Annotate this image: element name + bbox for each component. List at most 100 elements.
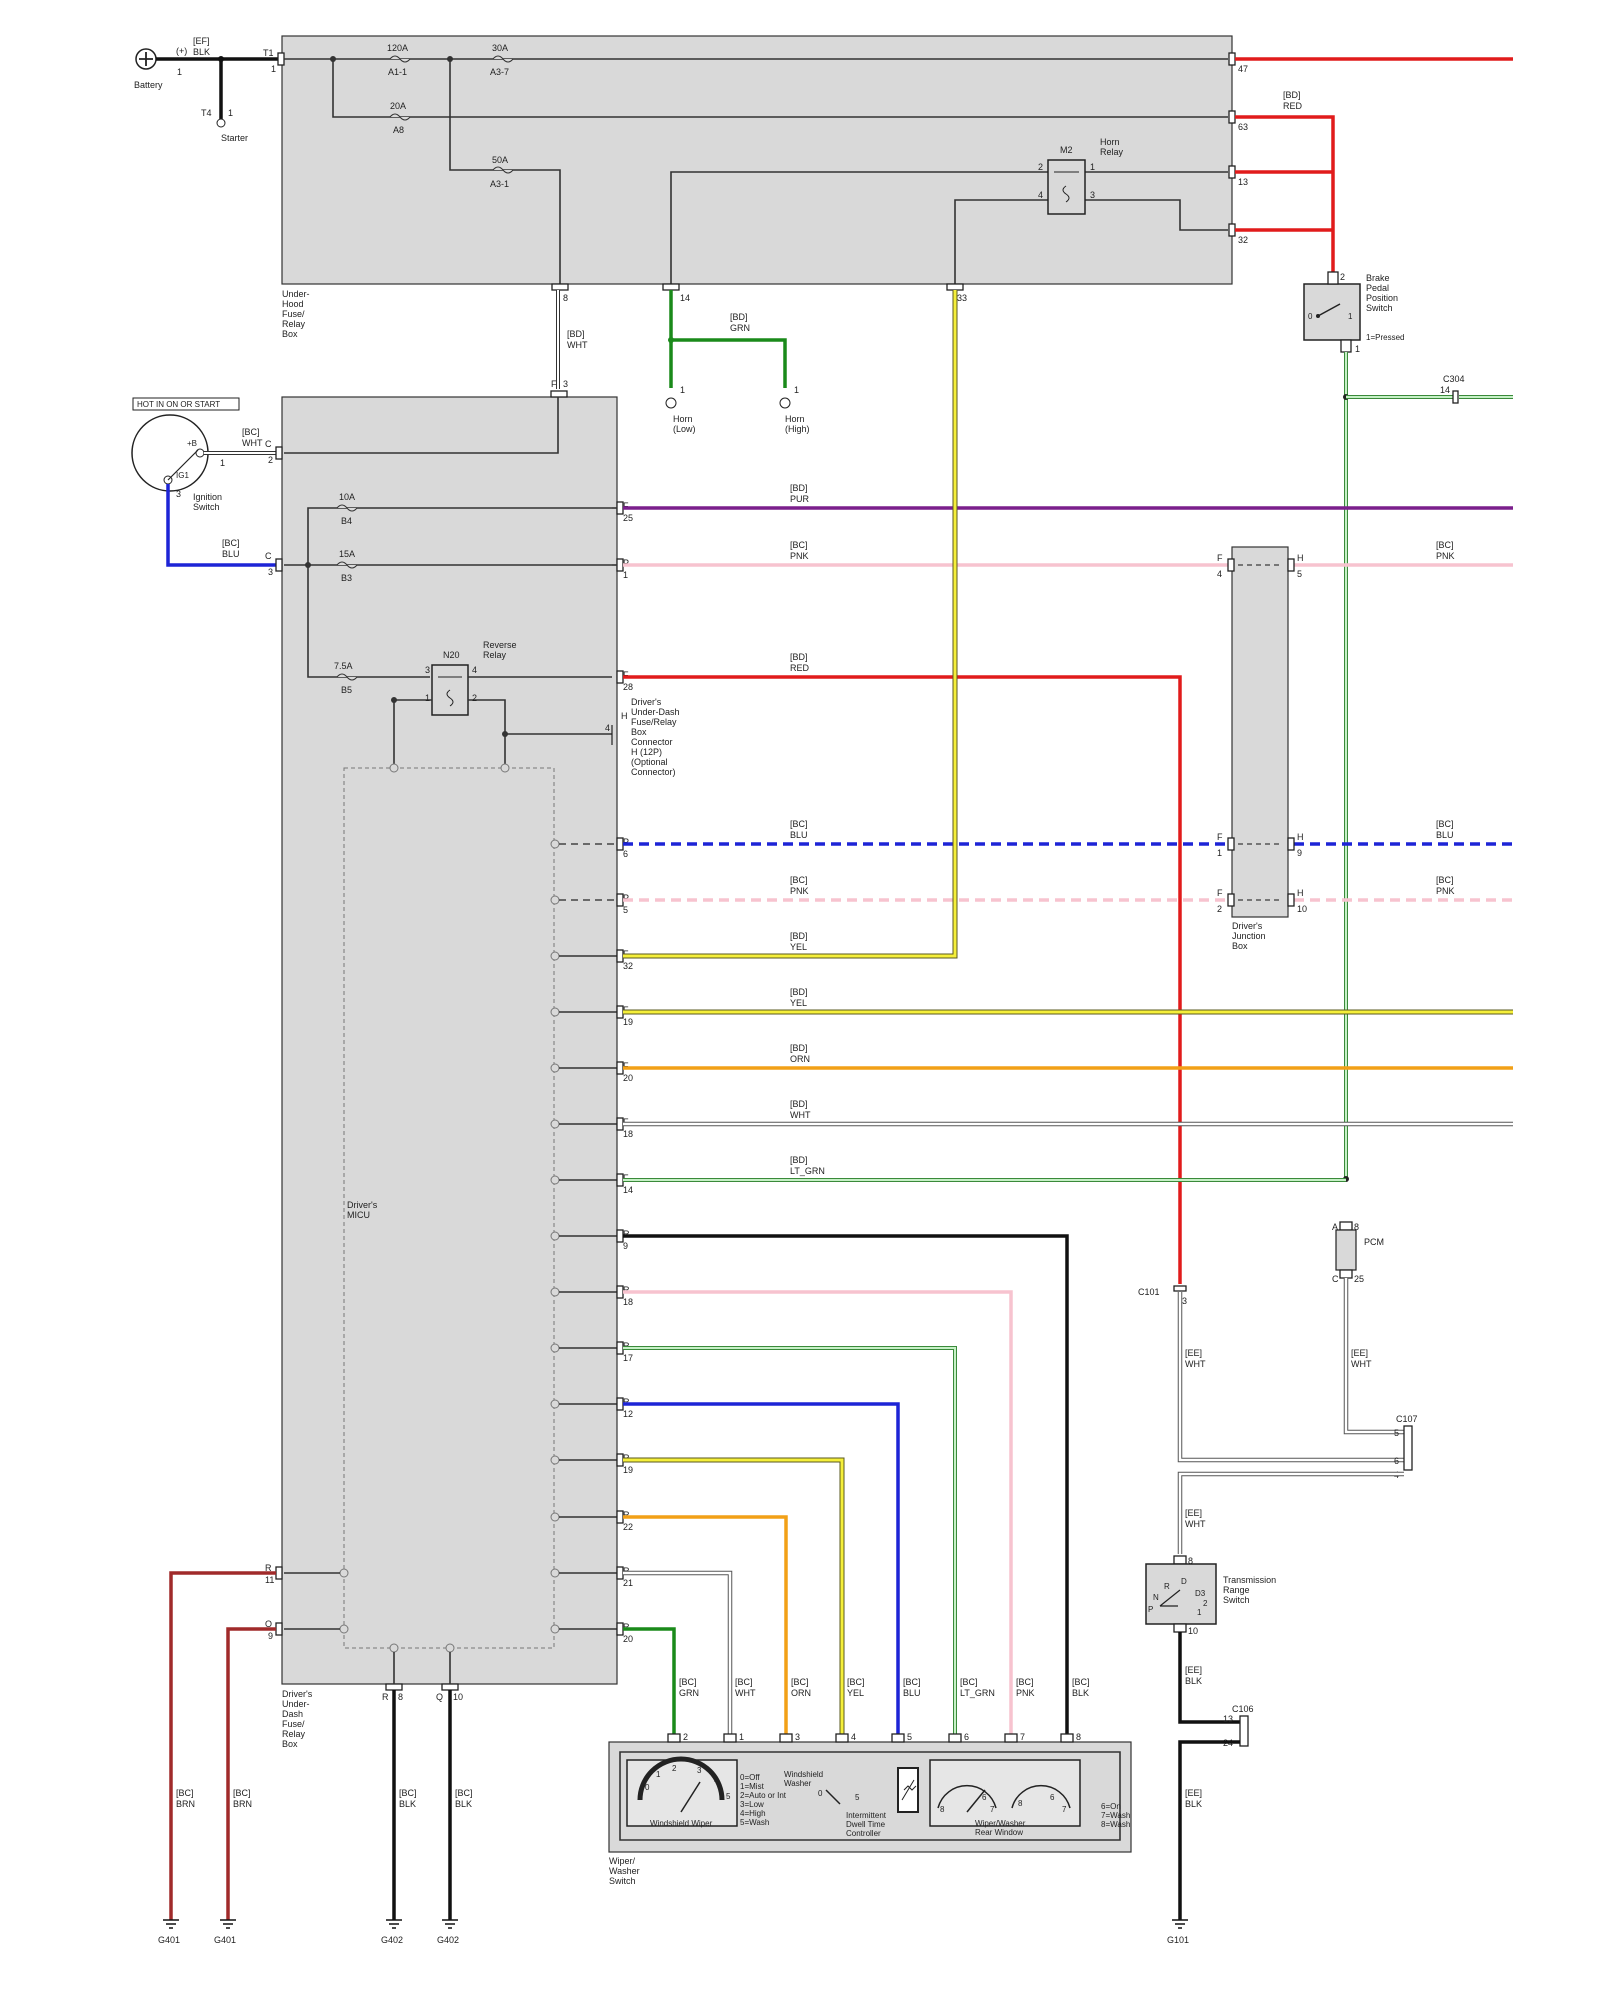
- diagram-label: 1: [425, 693, 430, 703]
- diagram-label: N: [1153, 1593, 1159, 1602]
- diagram-label: 2: [268, 455, 273, 465]
- diagram-label: 1: [680, 385, 685, 395]
- diagram-label: [BC]: [790, 875, 808, 885]
- diagram-label: 6: [1050, 1793, 1055, 1802]
- diagram-label: 5: [907, 1732, 912, 1742]
- diagram-label: R: [623, 1229, 630, 1239]
- yel-wire-f32: [623, 290, 957, 958]
- diagram-label: WHT: [1185, 1519, 1206, 1529]
- diagram-label: H: [1297, 888, 1304, 898]
- diagram-label: BLK: [1185, 1799, 1202, 1809]
- fuse-120a: [389, 55, 411, 63]
- diagram-label: 18: [623, 1297, 633, 1307]
- diagram-label: 1: [656, 1770, 661, 1779]
- diagram-label: PCM: [1364, 1237, 1384, 1247]
- diagram-label: Washer: [784, 1779, 812, 1788]
- diagram-label: Fuse/Relay: [631, 717, 677, 727]
- diagram-label: Reverse: [483, 640, 517, 650]
- diagram-label: Washer: [609, 1866, 640, 1876]
- diagram-label: 9: [623, 1241, 628, 1251]
- diagram-label: [BC]: [176, 1788, 194, 1798]
- diagram-label: LT_GRN: [960, 1688, 995, 1698]
- diagram-label: 3=Low: [740, 1800, 764, 1809]
- diagram-label: 9: [268, 1631, 273, 1641]
- diagram-label: 32: [623, 961, 633, 971]
- diagram-label: 10: [1297, 904, 1307, 914]
- diagram-label: [BD]: [790, 987, 808, 997]
- diagram-label: 1=Pressed: [1366, 333, 1404, 342]
- diagram-label: 33: [957, 293, 967, 303]
- brn-wire-o9: [226, 1627, 276, 1920]
- diagram-label: BRN: [233, 1799, 252, 1809]
- diagram-label: Switch: [1223, 1595, 1250, 1605]
- diagram-label: 7=Wash: [1101, 1811, 1130, 1820]
- diagram-label: Relay: [282, 319, 306, 329]
- diagram-label: [BC]: [1436, 540, 1454, 550]
- diagram-label: R: [1164, 1582, 1170, 1591]
- diagram-label: 5: [726, 1792, 731, 1801]
- horn-low: [665, 397, 677, 409]
- diagram-label: (High): [785, 424, 810, 434]
- diagram-label: 1: [739, 1732, 744, 1742]
- diagram-label: 3: [268, 567, 273, 577]
- diagram-label: [BD]: [790, 1099, 808, 1109]
- wht-wire-trs: [1178, 1472, 1404, 1554]
- diagram-label: PUR: [790, 494, 810, 504]
- diagram-label: 19: [623, 1017, 633, 1027]
- diagram-label: WHT: [567, 340, 588, 350]
- diagram-label: 5: [1297, 569, 1302, 579]
- diagram-label: 0: [818, 1789, 823, 1798]
- diagram-label: Connector): [631, 767, 676, 777]
- diagram-label: 3: [795, 1732, 800, 1742]
- diagram-label: 14: [680, 293, 690, 303]
- diagram-label: C106: [1232, 1704, 1254, 1714]
- diagram-label: F: [1217, 888, 1223, 898]
- diagram-label: B5: [341, 685, 352, 695]
- junction-box: [1231, 546, 1289, 918]
- diagram-label: 3: [563, 379, 568, 389]
- wht-wire-r21: [623, 1571, 732, 1738]
- diagram-label: [BC]: [960, 1677, 978, 1687]
- diagram-label: 1: [1197, 1608, 1202, 1617]
- diagram-label: 25: [623, 513, 633, 523]
- diagram-label: 10: [1188, 1626, 1198, 1636]
- diagram-label: 4: [472, 665, 477, 675]
- rear-wiper-switch: [929, 1759, 1081, 1827]
- ground-symbols: [163, 1919, 1188, 1929]
- diagram-label: F: [623, 670, 629, 680]
- diagram-label: O: [265, 1619, 272, 1629]
- diagram-label: Position: [1366, 293, 1398, 303]
- diagram-label: RED: [790, 663, 810, 673]
- diagram-label: 0: [645, 1783, 650, 1792]
- diagram-label: P: [1148, 1605, 1153, 1614]
- diagram-label: G401: [214, 1935, 236, 1945]
- diagram-label: 11: [265, 1575, 274, 1585]
- diagram-label: 8: [1018, 1799, 1023, 1808]
- diagram-label: WHT: [735, 1688, 756, 1698]
- diagram-label: Intermittent: [846, 1811, 887, 1820]
- c106-connector: [1239, 1715, 1249, 1747]
- diagram-label: A8: [393, 125, 404, 135]
- diagram-label: Horn: [1100, 137, 1120, 147]
- diagram-label: 1=Mist: [740, 1782, 765, 1791]
- diagram-label: A1-1: [388, 67, 407, 77]
- diagram-label: [BD]: [790, 483, 808, 493]
- battery-pin: 1: [177, 67, 182, 77]
- diagram-label: Fuse/: [282, 309, 305, 319]
- diagram-label: P: [623, 837, 629, 847]
- diagram-label: [BC]: [903, 1677, 921, 1687]
- diagram-label: Ignition: [193, 492, 222, 502]
- diagram-label: LT_GRN: [790, 1166, 825, 1176]
- diagram-label: WHT: [790, 1110, 811, 1120]
- diagram-label: Fuse/: [282, 1719, 305, 1729]
- diagram-label: 21: [623, 1578, 633, 1588]
- diagram-label: Wiper/: [609, 1856, 636, 1866]
- diagram-label: C: [265, 439, 272, 449]
- diagram-label: 4: [605, 723, 610, 733]
- diagram-label: 1: [1355, 344, 1360, 354]
- diagram-label: 2=Auto or Int: [740, 1791, 787, 1800]
- diagram-label: C107: [1396, 1414, 1418, 1424]
- diagram-label: Box: [1232, 941, 1248, 951]
- diagram-label: R: [623, 1622, 630, 1632]
- diagram-label: 6=On: [1101, 1802, 1121, 1811]
